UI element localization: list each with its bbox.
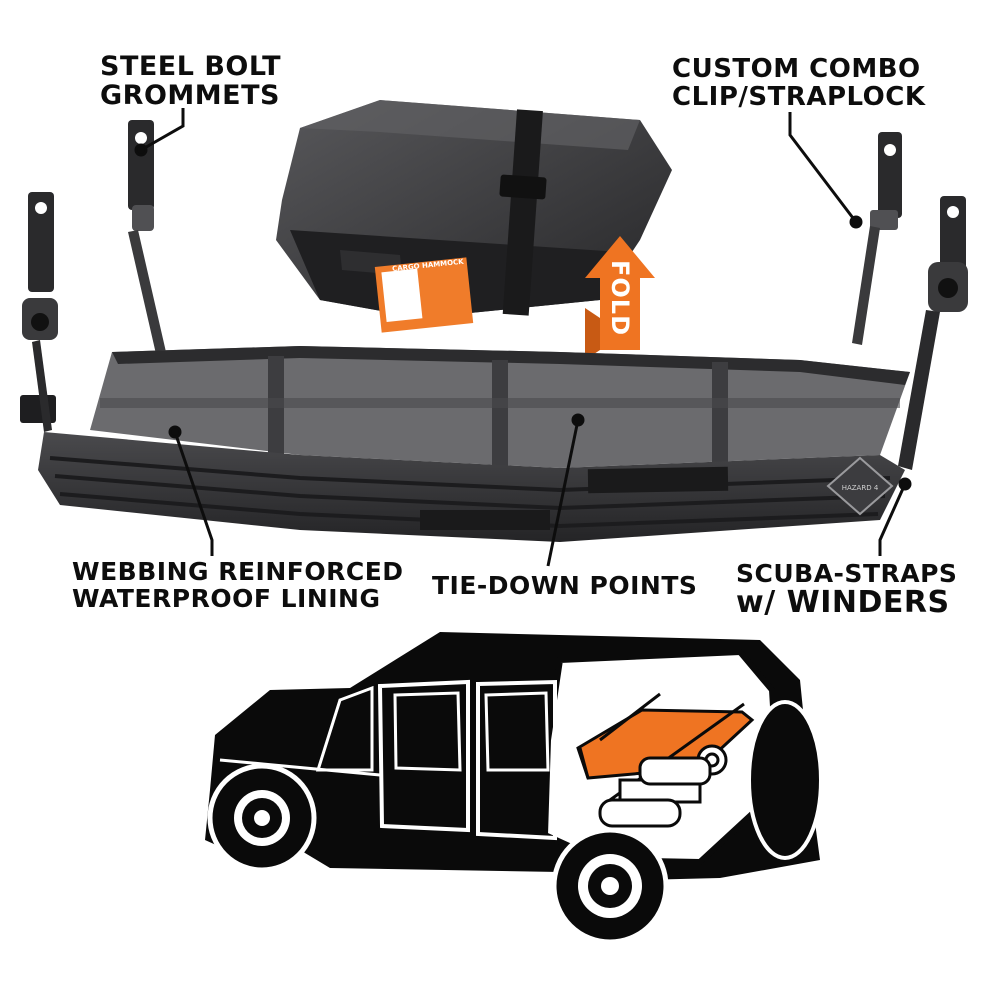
hangtag: CARGO HAMMOCK	[374, 257, 474, 333]
callout-webbing-line1: WEBBING REINFORCED	[72, 557, 404, 586]
callout-tie-down-label: TIE-DOWN POINTS	[432, 571, 698, 600]
callout-scuba-line1: SCUBA-STRAPS	[736, 559, 958, 588]
callout-scuba-straps: SCUBA-STRAPS w/ WINDERS	[736, 560, 957, 619]
hazard4-badge: HAZARD 4	[826, 456, 894, 516]
front-wheel-icon	[207, 763, 317, 873]
callout-scuba-line2: w/ WINDERS	[736, 585, 950, 620]
grommet-icon	[884, 144, 896, 156]
leader-steel-bolt	[140, 108, 185, 152]
callout-steel-bolt-line2: GROMMETS	[100, 80, 280, 112]
fold-arrow-label: FOLD	[606, 260, 634, 336]
strap-rear-left	[128, 120, 166, 354]
callout-webbing-lining: WEBBING REINFORCED WATERPROOF LINING	[72, 558, 404, 612]
strap-rear-right	[852, 132, 902, 345]
callout-webbing-line2: WATERPROOF LINING	[72, 584, 381, 613]
fold-arrow: FOLD	[585, 236, 655, 360]
folded-hammock-image: CARGO HAMMOCK	[276, 100, 672, 333]
hazard4-badge-text: HAZARD 4	[842, 484, 879, 492]
cargo-hammock-image: HAZARD 4	[38, 346, 910, 542]
leader-combo-clip	[788, 112, 858, 223]
callout-steel-bolt-grommets: STEEL BOLT GROMMETS	[100, 52, 281, 110]
grommet-icon	[947, 206, 959, 218]
callout-leaders	[134, 108, 912, 567]
leader-webbing	[173, 431, 214, 556]
callout-steel-bolt-line1: STEEL BOLT	[100, 51, 282, 82]
vehicle-cargo-items	[598, 744, 728, 828]
spare-tire-icon	[747, 700, 823, 860]
leader-scuba	[878, 483, 907, 556]
callout-combo-clip: CUSTOM COMBO CLIP/STRAPLOCK	[672, 55, 926, 111]
grommet-icon	[35, 202, 47, 214]
vehicle-silhouette	[205, 632, 823, 945]
leader-tie-down	[546, 419, 580, 567]
callout-combo-line1: CUSTOM COMBO	[672, 54, 921, 84]
vehicle-hammock-highlight	[576, 692, 755, 802]
rear-wheel-icon	[551, 827, 669, 945]
strap-front-right	[898, 196, 968, 470]
callout-tie-down-points: TIE-DOWN POINTS	[432, 572, 697, 599]
strap-front-left	[20, 192, 58, 432]
callout-combo-line2: CLIP/STRAPLOCK	[672, 82, 926, 113]
grommet-icon	[135, 132, 147, 144]
